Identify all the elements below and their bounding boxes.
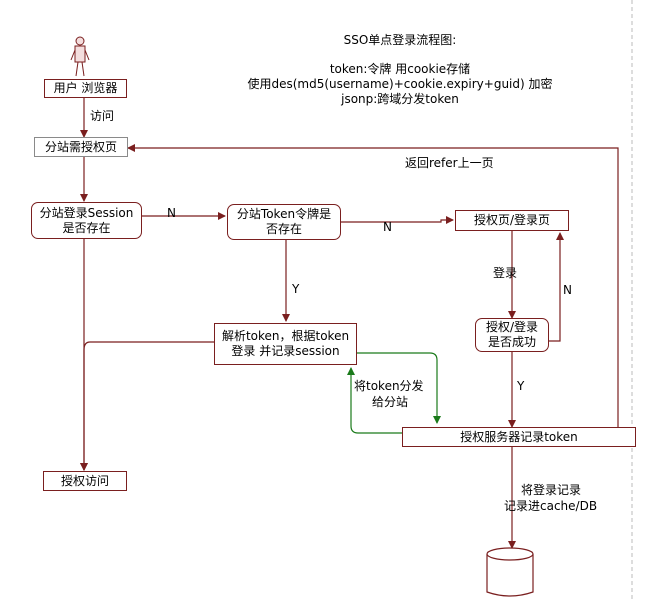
label-return-refer: 返回refer上一页 xyxy=(405,156,494,170)
node-auth-access-label: 授权访问 xyxy=(60,473,109,488)
user-actor-icon xyxy=(70,36,90,77)
node-substation-auth-page-label: 分站需授权页 xyxy=(44,139,117,154)
node-session-check: 分站登录Session 是否存在 xyxy=(31,202,142,239)
edge-parse-to-access xyxy=(80,341,214,471)
node-token-check-line1: 分站Token令牌是 xyxy=(236,207,332,221)
label-n-session: N xyxy=(167,206,176,220)
node-parse-token-line2: 登录 并记录session xyxy=(231,344,340,358)
node-auth-success-line1: 授权/登录 xyxy=(485,320,539,334)
diagram-note-token: token:令牌 用cookie存储 xyxy=(329,62,471,76)
node-token-check-line2: 否存在 xyxy=(265,222,302,236)
label-record-line1: 将登录记录 xyxy=(521,483,582,497)
node-session-check-line2: 是否存在 xyxy=(62,220,111,235)
node-user-browser-label: 用户 浏览器 xyxy=(53,81,118,95)
diagram-note-jsonp: jsonp:跨域分发token xyxy=(341,92,459,106)
node-parse-token-line1: 解析token，根据token xyxy=(221,329,350,343)
diagram-heading: SSO单点登录流程图: xyxy=(343,33,457,47)
node-auth-success: 授权/登录 是否成功 xyxy=(475,318,549,352)
label-y-token: Y xyxy=(292,282,300,296)
label-n-auth: N xyxy=(563,283,572,297)
node-auth-success-line2: 是否成功 xyxy=(487,335,536,349)
node-parse-token: 解析token，根据token 登录 并记录session xyxy=(214,323,357,365)
edge-token-to-login-page xyxy=(341,216,454,224)
label-visit: 访问 xyxy=(90,109,115,123)
edge-parse-to-server-green xyxy=(357,352,441,424)
database-icon xyxy=(486,547,534,597)
node-user-browser: 用户 浏览器 xyxy=(44,79,127,98)
label-record-line2: 记录进cache/DB xyxy=(504,499,598,513)
edge-server-to-parse-green xyxy=(347,367,402,434)
node-auth-server: 授权服务器记录token xyxy=(402,427,636,447)
node-token-check: 分站Token令牌是 否存在 xyxy=(227,204,341,240)
node-substation-auth-page: 分站需授权页 xyxy=(34,137,128,157)
edge-server-to-auth-page xyxy=(127,144,619,427)
label-y-auth: Y xyxy=(517,379,525,393)
node-auth-server-label: 授权服务器记录token xyxy=(460,429,578,444)
node-session-check-line1: 分站登录Session xyxy=(39,205,134,220)
edge-success-back-to-login xyxy=(549,232,564,342)
label-distribute-line2: 给分站 xyxy=(372,395,409,409)
node-auth-login-page-label: 授权页/登录页 xyxy=(473,213,551,227)
diagram-note-encrypt: 使用des(md5(username)+cookie.expiry+guid) … xyxy=(247,77,553,91)
node-auth-access: 授权访问 xyxy=(43,471,127,491)
node-auth-login-page: 授权页/登录页 xyxy=(455,210,569,231)
label-distribute-line1: 将token分发 xyxy=(354,379,424,393)
label-login: 登录 xyxy=(493,266,518,280)
label-n-token: N xyxy=(383,220,392,234)
